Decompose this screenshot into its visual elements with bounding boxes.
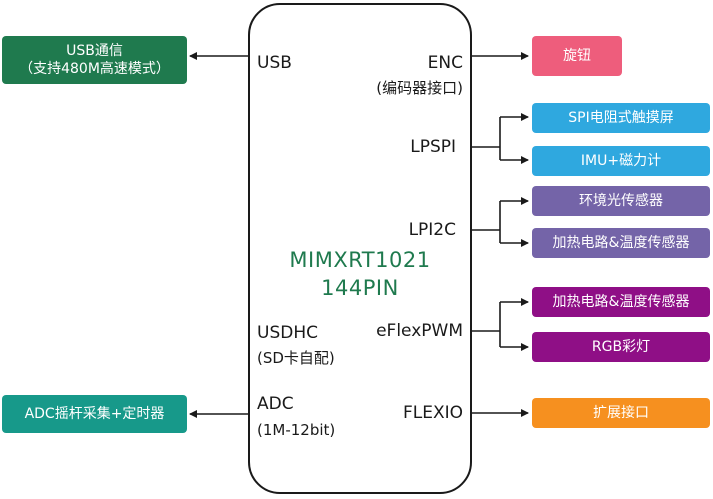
pin-enc: ENC [427, 53, 463, 73]
pin-usdhc-note: (SD卡自配) [257, 349, 335, 367]
imu-box: IMU+磁力计 [532, 146, 710, 176]
heat-pwm-box: 加热电路&温度传感器 [532, 287, 710, 317]
ambient-light-box: 环境光传感器 [532, 186, 710, 216]
chip-package: 144PIN [321, 276, 399, 300]
heat-pwm-label: 加热电路&温度传感器 [552, 294, 690, 310]
mcu-chip [248, 3, 472, 494]
expansion-box: 扩展接口 [532, 398, 710, 428]
usb-comm-note: （支持480M高速模式） [19, 61, 170, 77]
ambient-light-label: 环境光传感器 [579, 193, 663, 209]
chip-name: MIMXRT1021 [289, 248, 431, 272]
spi-touch-label: SPI电阻式触摸屏 [568, 110, 674, 126]
adc-box: ADC摇杆采集+定时器 [2, 395, 187, 433]
pin-usdhc: USDHC [257, 323, 318, 343]
pin-eflexpwm: eFlexPWM [376, 321, 463, 341]
pin-lpspi: LPSPI [410, 137, 456, 157]
pin-adc-note: (1M-12bit) [257, 421, 336, 439]
heat-i2c-label: 加热电路&温度传感器 [552, 235, 690, 251]
pin-usb: USB [257, 53, 292, 73]
knob-label: 旋钮 [563, 48, 591, 64]
heat-i2c-box: 加热电路&温度传感器 [532, 228, 710, 258]
adc-box-label: ADC摇杆采集+定时器 [24, 406, 165, 422]
knob-box: 旋钮 [532, 36, 622, 76]
pin-adc: ADC [257, 394, 294, 414]
imu-label: IMU+磁力计 [580, 153, 662, 169]
spi-touch-box: SPI电阻式触摸屏 [532, 103, 710, 133]
rgb-box: RGB彩灯 [532, 332, 710, 362]
expansion-label: 扩展接口 [593, 405, 649, 421]
usb-comm-label: USB通信 [66, 43, 123, 59]
pin-enc-note: (编码器接口) [376, 79, 463, 97]
pin-flexio: FLEXIO [402, 403, 463, 423]
pin-lpi2c: LPI2C [408, 220, 456, 240]
usb-comm-box: USB通信 （支持480M高速模式） [2, 36, 187, 84]
rgb-label: RGB彩灯 [591, 339, 651, 355]
